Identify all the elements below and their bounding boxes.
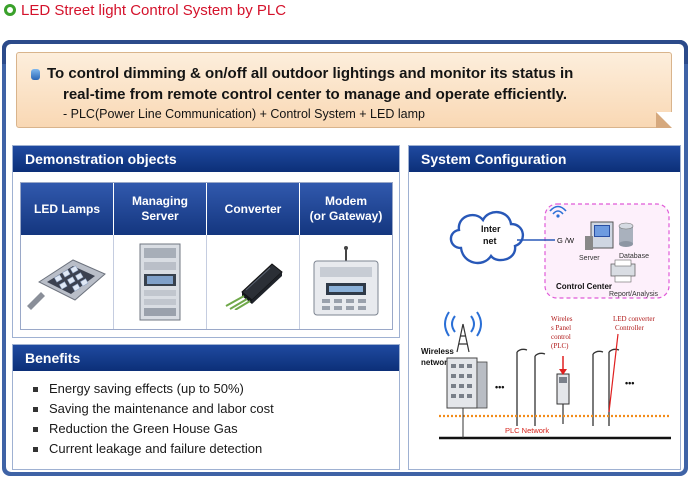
led-converter-label-2: Controller: [615, 324, 644, 332]
column-converter: Converter: [207, 183, 300, 235]
panel-control-label-2: s Panel: [551, 324, 571, 332]
control-center-box: [544, 203, 670, 299]
demonstration-objects-panel: Demonstration objects LED Lamps Managing…: [12, 145, 400, 338]
internet-label-2: net: [483, 236, 497, 246]
control-center-wireless-icon: [549, 205, 567, 218]
wireless-network-label-2: network: [421, 358, 452, 367]
banner-line-1: To control dimming & on/off all outdoor …: [47, 65, 574, 82]
column-led-lamps: LED Lamps: [21, 183, 114, 235]
led-lamp-icon: [27, 259, 106, 310]
database-label: Database: [619, 253, 649, 260]
banner-line-3: - PLC(Power Line Communication) + Contro…: [63, 107, 425, 121]
lamp-ellipsis-right: •••: [625, 378, 634, 388]
column-managing-server: Managing Server: [114, 183, 207, 235]
page-title: LED Street light Control System by PLC: [4, 0, 286, 20]
control-center-label: Control Center: [556, 282, 612, 291]
system-configuration-diagram: Inter net G /W Server Database: [421, 203, 671, 440]
summary-banner: To control dimming & on/off all outdoor …: [16, 52, 672, 128]
panel-control-label-3: control: [551, 333, 571, 341]
gateway-label: G /W: [557, 236, 575, 245]
server-icon: [585, 221, 614, 250]
system-configuration-header: System Configuration: [409, 146, 680, 172]
cabinet-rack-icon: [446, 357, 488, 409]
wireless-network-label-1: Wireless: [421, 347, 454, 356]
benefits-list: Energy saving effects (up to 50%) Saving…: [33, 379, 274, 459]
benefit-item: Reduction the Green House Gas: [33, 419, 274, 439]
title-bullet-icon: [4, 4, 16, 16]
system-configuration-panel: System Configuration Inter net G /W Serv…: [408, 145, 681, 470]
internet-cloud-icon: [449, 211, 524, 265]
wireless-tower-icon: [444, 311, 482, 353]
modem-cell: [300, 235, 392, 329]
benefit-item: Energy saving effects (up to 50%): [33, 379, 274, 399]
modem-gateway-icon: [313, 246, 379, 316]
converter-module-icon: [225, 263, 283, 310]
benefits-panel: Benefits Energy saving effects (up to 50…: [12, 344, 400, 470]
database-icon: [618, 222, 634, 247]
street-lamp-group-left: [516, 348, 546, 426]
panel-control-arrowhead: [559, 369, 567, 375]
demonstration-objects-header: Demonstration objects: [13, 146, 399, 172]
internet-label-1: Inter: [481, 224, 501, 234]
led-converter-label-1: LED converter: [613, 315, 655, 323]
panel-control-label-1: Wireles: [551, 315, 573, 323]
street-lamp-group-right: [592, 348, 620, 426]
benefit-item: Current leakage and failure detection: [33, 439, 274, 459]
report-analysis-label: Report/Analysis: [609, 291, 659, 298]
server-label: Server: [579, 255, 600, 262]
banner-page-fold: [656, 112, 672, 128]
plc-network-label: PLC Network: [505, 426, 549, 435]
page-title-text: LED Street light Control System by PLC: [21, 1, 287, 19]
server-cabinet-icon: [139, 243, 181, 321]
demonstration-table: LED Lamps Managing Server Converter Mode…: [20, 182, 393, 330]
led-converter-pointer: [608, 333, 619, 413]
benefits-header: Benefits: [13, 345, 399, 371]
column-modem: Modem (or Gateway): [300, 183, 392, 235]
banner-bullet-icon: [31, 69, 40, 80]
demonstration-table-header: LED Lamps Managing Server Converter Mode…: [21, 183, 392, 235]
banner-line-2: real-time from remote control center to …: [63, 86, 568, 103]
panel-control-label-4: (PLC): [551, 342, 569, 350]
managing-server-cell: [114, 235, 207, 329]
led-lamp-cell: [21, 235, 114, 329]
lamp-ellipsis-left: •••: [495, 382, 504, 392]
benefit-item: Saving the maintenance and labor cost: [33, 399, 274, 419]
printer-icon: [610, 259, 636, 283]
converter-cell: [207, 235, 300, 329]
demonstration-table-images: [21, 235, 392, 329]
